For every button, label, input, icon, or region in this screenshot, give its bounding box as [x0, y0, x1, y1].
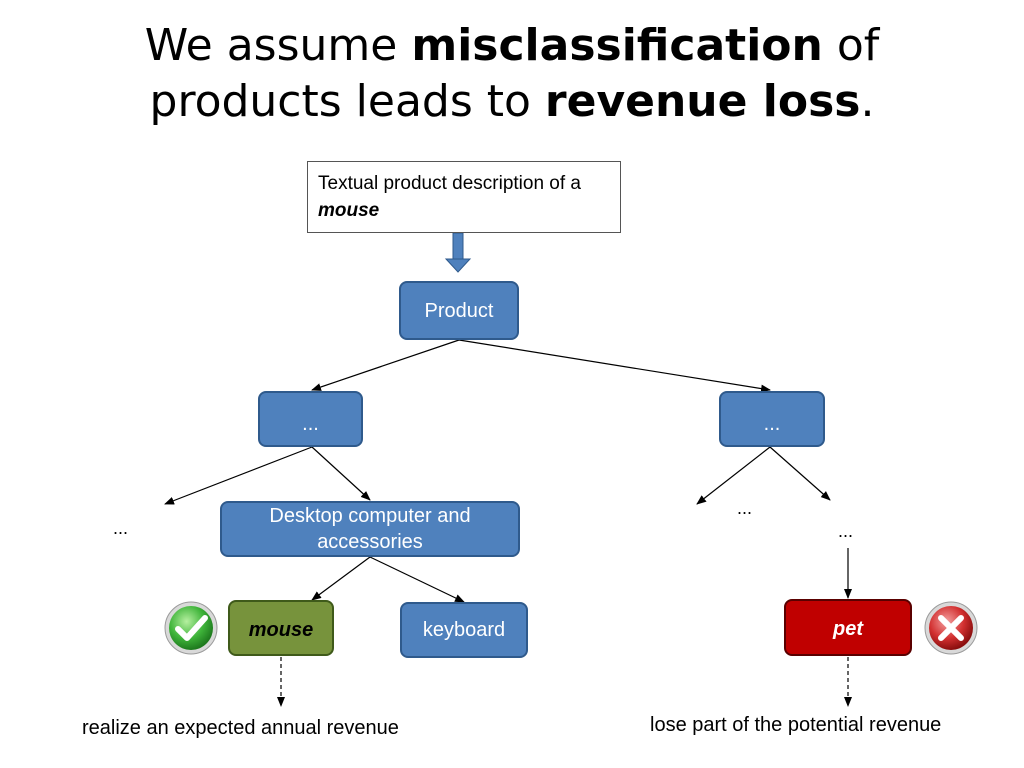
ellipsis-right-a: ... — [737, 498, 753, 518]
slide-title: We assume misclassification of products … — [0, 18, 1024, 130]
node-pet: pet — [784, 599, 912, 656]
node-label: Desktop computer and accessories — [269, 505, 471, 553]
cross-mark-icon — [924, 601, 978, 655]
outcome-right: lose part of the potential revenue — [650, 714, 942, 736]
edge-root-right — [458, 339, 771, 393]
ellipsis-far-left: ... — [113, 518, 129, 538]
edge-root-left — [311, 339, 460, 391]
node-right-category: ... — [719, 391, 825, 447]
title-text: . — [860, 76, 875, 127]
node-label: mouse — [248, 619, 314, 641]
node-label: keyboard — [422, 619, 506, 641]
description-text: Textual product description of a — [318, 173, 581, 194]
outcome-left: realize an expected annual revenue — [82, 717, 399, 739]
node-label: Product — [424, 299, 494, 322]
edge-right-b — [769, 446, 831, 501]
edge-left-desktop — [311, 446, 371, 501]
title-line-2: products leads to revenue loss. — [0, 74, 1024, 130]
input-arrow — [444, 232, 472, 273]
title-text: of — [822, 20, 880, 71]
title-emphasis: misclassification — [411, 20, 823, 71]
check-mark-icon — [164, 601, 218, 655]
node-product: Product — [399, 281, 519, 340]
title-line-1: We assume misclassification of — [0, 18, 1024, 74]
node-keyboard: keyboard — [400, 602, 528, 658]
title-text: products leads to — [149, 76, 545, 127]
ellipsis-right-b: ... — [838, 521, 854, 541]
description-emphasis: mouse — [318, 200, 380, 221]
edge-left-farleft — [164, 446, 313, 505]
node-label: ... — [763, 413, 781, 435]
node-desktop-accessories: Desktop computer and accessories — [220, 501, 520, 557]
edge-desktop-keyboard — [369, 556, 465, 603]
node-label: ... — [302, 413, 319, 435]
node-mouse: mouse — [228, 600, 334, 656]
title-emphasis: revenue loss — [544, 76, 861, 127]
edge-desktop-mouse — [311, 556, 371, 601]
input-description-box: Textual product description of a mouse — [307, 161, 621, 233]
node-label: pet — [833, 618, 863, 640]
edge-right-a — [696, 446, 771, 505]
title-text: We assume — [144, 20, 412, 71]
node-left-category: ... — [258, 391, 363, 447]
